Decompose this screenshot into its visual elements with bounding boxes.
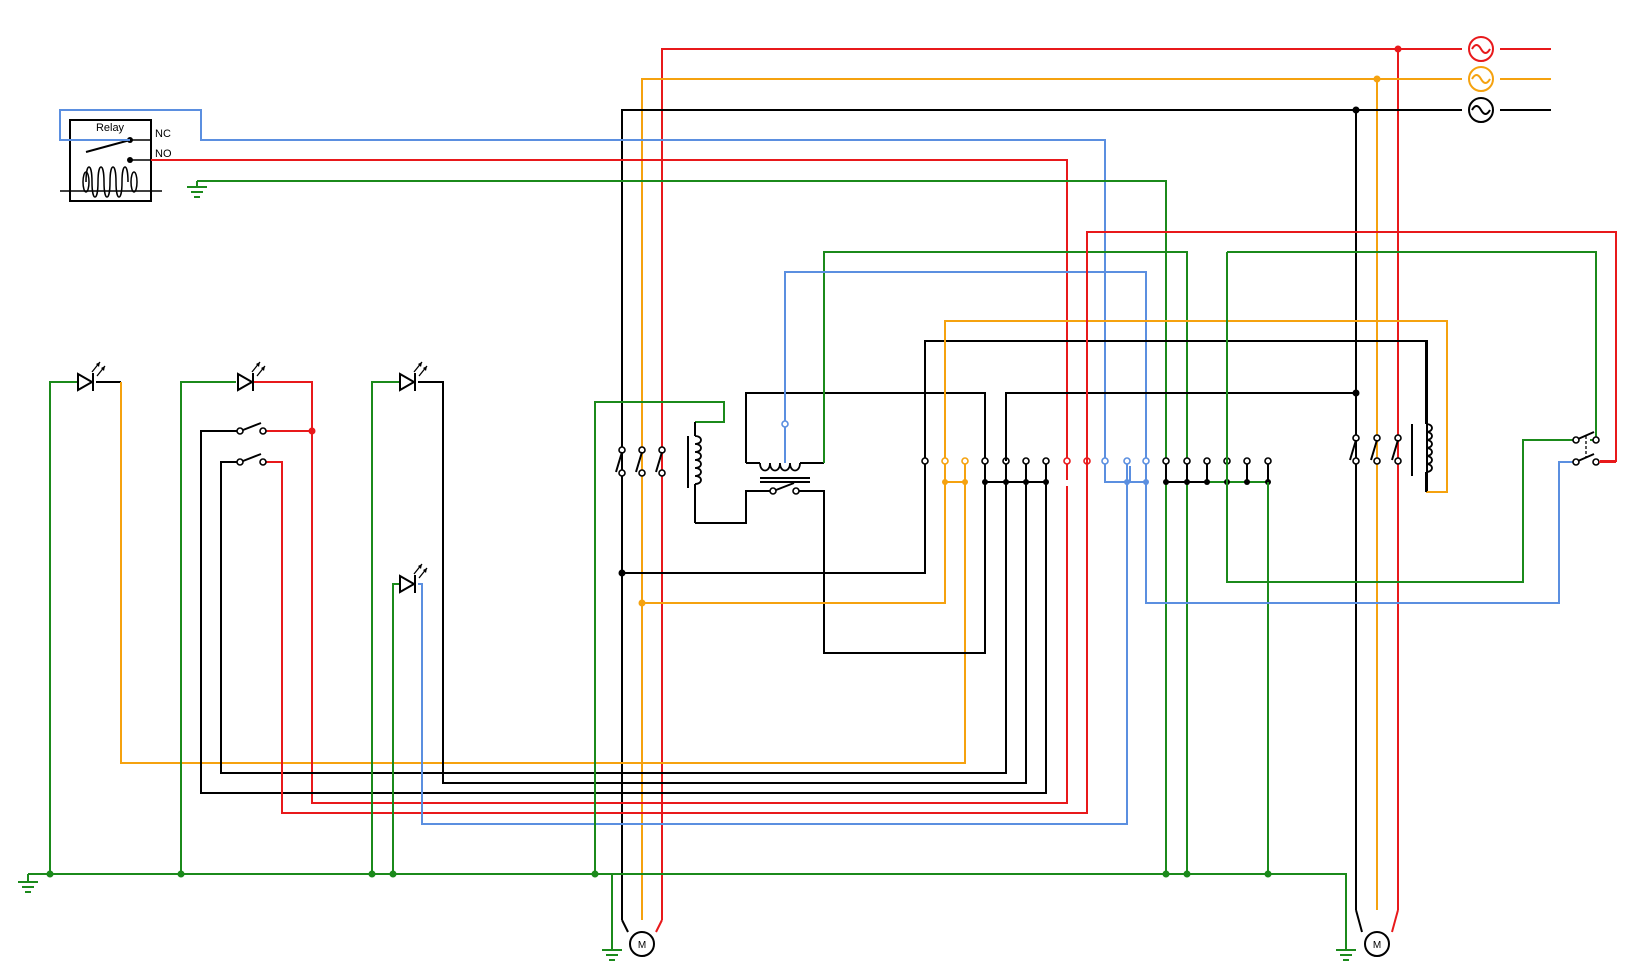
junction-dot (46, 870, 54, 878)
terminal-icon (1063, 457, 1071, 465)
junction-dot (389, 870, 397, 878)
motor-1-label: M (638, 940, 646, 951)
supply-lines (621, 45, 1551, 920)
wire-l3-main (621, 109, 1462, 920)
wire-switch-a (200, 430, 1047, 794)
junction-dot (1183, 870, 1191, 878)
wire-transformer-blue (784, 271, 1147, 466)
terminal-icon (1183, 457, 1191, 465)
terminal-icon (1022, 457, 1030, 465)
terminal-icon (1123, 457, 1131, 465)
junction-dot (1352, 106, 1360, 114)
relay-nc-label: NC (155, 128, 171, 140)
wire-led1-orange (120, 382, 966, 764)
switch-icon (1572, 431, 1600, 466)
terminal-icon (1101, 457, 1109, 465)
wire-switch-b (220, 461, 1007, 774)
contactor-2 (1349, 341, 1433, 492)
wire-led2-ground (180, 381, 236, 874)
relay-coil-icon (60, 166, 162, 198)
wire-contactor1-ground (594, 401, 725, 874)
wire-green-loop (1226, 252, 1573, 583)
terminal-strip (921, 457, 1272, 485)
wire-black-to-l3 (1005, 392, 1356, 461)
wire-relay-no (151, 159, 1068, 466)
wire-led3-black (418, 381, 1027, 784)
wire-led3-ground (371, 381, 400, 874)
switch-icon (769, 482, 800, 495)
wire-transformer-black (745, 392, 986, 480)
led-icon (399, 361, 428, 392)
wire-relay-ground (197, 180, 1167, 877)
contactor-1 (591, 401, 770, 878)
contactor-coil-icon (687, 422, 770, 524)
wire-aux-switch-out (799, 480, 986, 654)
terminal-icon (941, 457, 949, 465)
terminal-icon (1162, 457, 1170, 465)
ground-icon (602, 874, 622, 961)
wire-orange-loop (642, 320, 1448, 604)
terminal-icon (1203, 457, 1211, 465)
ground-bus (28, 873, 1347, 930)
relay-title: Relay (96, 122, 125, 134)
motor-2: M (1355, 909, 1399, 957)
wire-switch-b-red (263, 461, 1088, 814)
ac-source-icon (1468, 66, 1494, 92)
junction-dot (1352, 389, 1360, 397)
wire-led4-blue (418, 466, 1128, 825)
wire-led2-red (254, 381, 1068, 804)
contactor-switch-icon (1349, 434, 1402, 465)
junction-dot (177, 870, 185, 878)
contactor-coil-icon (1411, 341, 1433, 492)
led-icon (237, 361, 266, 392)
terminal-icon (981, 457, 989, 465)
terminal-icon (1142, 457, 1150, 465)
led-icon (77, 361, 106, 392)
junction-dot (1394, 45, 1402, 53)
ground-icon (18, 874, 38, 893)
ac-source-icon (1468, 36, 1494, 62)
wire-coil1-to-aux (695, 490, 770, 524)
ground-icon (1336, 874, 1356, 961)
terminal-icon (1243, 457, 1251, 465)
ground-icon (187, 181, 207, 198)
relay-block: Relay NC NO (60, 119, 172, 202)
wire-blue-to-switch (1145, 461, 1573, 604)
contactor-switch-icon (615, 446, 666, 477)
switch-icon (236, 422, 267, 435)
terminal-icon (961, 457, 969, 465)
junction-dot (1162, 870, 1170, 878)
junction-dot (1373, 75, 1381, 83)
ac-source-icon (1468, 97, 1494, 123)
junction-dot (638, 599, 646, 607)
terminal-icon (1042, 457, 1050, 465)
junction-dot (308, 427, 316, 435)
wire-black-loop (622, 340, 1428, 574)
transformer-icon (745, 392, 986, 483)
wire-l2-main (641, 78, 1462, 920)
wire-l1-main (661, 48, 1462, 920)
motor-2-label: M (1373, 940, 1381, 951)
motor-icon: M (1364, 931, 1390, 957)
terminal-icon (1264, 457, 1272, 465)
junction-dot (1264, 870, 1272, 878)
wire-green-loop-top (1227, 251, 1597, 441)
terminal-icon (921, 457, 929, 465)
wire-transformer-green (823, 251, 1188, 874)
led-icon (399, 563, 428, 594)
relay-switch-arm (85, 139, 131, 153)
switch-icon (236, 453, 267, 466)
junction-dot (368, 870, 376, 878)
wire-led4-ground (392, 583, 400, 874)
relay-no-label: NO (155, 148, 172, 160)
junction-dot (618, 569, 626, 577)
motor-icon: M (629, 931, 655, 957)
motor-1: M (621, 919, 663, 957)
wire-led1-ground (49, 381, 78, 874)
